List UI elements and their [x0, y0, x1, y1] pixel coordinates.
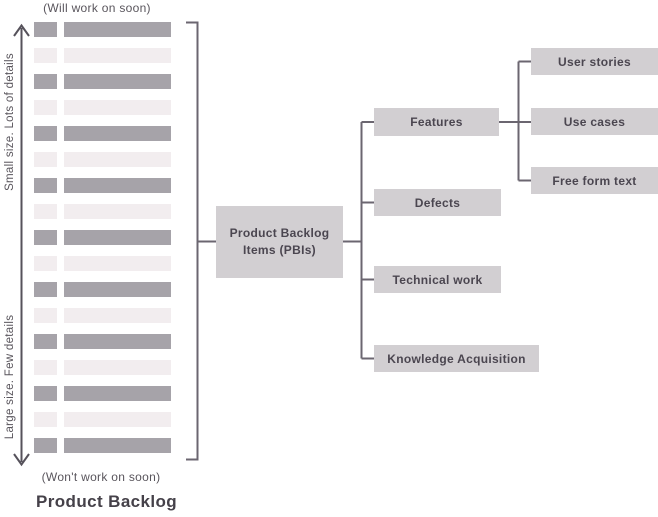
backlog-item-bar	[64, 308, 171, 323]
backlog-item-bar	[64, 178, 171, 193]
backlog-item-bar	[64, 386, 171, 401]
backlog-item-marker	[34, 256, 57, 271]
priority-axis-arrow	[13, 23, 30, 467]
arrow-down-icon	[13, 453, 30, 467]
backlog-item-marker	[34, 204, 57, 219]
backlog-item-marker	[34, 100, 57, 115]
backlog-bracket	[186, 21, 199, 461]
backlog-item-marker	[34, 48, 57, 63]
node-knowledge-acquisition: Knowledge Acquisition	[374, 345, 539, 372]
axis-label-large-size: Large size. Few details	[4, 314, 16, 440]
backlog-item-marker	[34, 308, 57, 323]
backlog-item-marker	[34, 230, 57, 245]
connector-root-categories	[343, 121, 374, 360]
axis-label-small-size: Small size. Lots of details	[4, 53, 16, 191]
connector-features-types	[499, 60, 531, 182]
backlog-item-bar	[64, 74, 171, 89]
backlog-item-marker	[34, 412, 57, 427]
backlog-item-marker	[34, 152, 57, 167]
node-user-stories: User stories	[531, 48, 658, 75]
page-title: Product Backlog	[36, 492, 178, 511]
backlog-item-bar	[64, 282, 171, 297]
backlog-item-bar	[64, 256, 171, 271]
backlog-item-marker	[34, 386, 57, 401]
backlog-item-bar	[64, 100, 171, 115]
backlog-item-bar	[64, 230, 171, 245]
backlog-item-bar	[64, 204, 171, 219]
node-defects: Defects	[374, 189, 501, 216]
backlog-item-bar	[64, 48, 171, 63]
node-technical-work: Technical work	[374, 266, 501, 293]
backlog-item-bar	[64, 360, 171, 375]
node-use-cases: Use cases	[531, 108, 658, 135]
backlog-item-marker	[34, 126, 57, 141]
backlog-item-bar	[64, 412, 171, 427]
backlog-item-marker	[34, 22, 57, 37]
backlog-item-bar	[64, 126, 171, 141]
node-root-line2: Items (PBIs)	[243, 243, 316, 257]
node-product-backlog-items: Product Backlog Items (PBIs)	[216, 206, 343, 278]
backlog-item-marker	[34, 282, 57, 297]
node-features: Features	[374, 108, 499, 136]
backlog-item-marker	[34, 438, 57, 453]
backlog-item-bar	[64, 334, 171, 349]
wont-work-soon-label: (Won't work on soon)	[41, 470, 161, 484]
node-root-line1: Product Backlog	[229, 226, 330, 241]
node-free-form-text: Free form text	[531, 167, 658, 194]
will-work-soon-label: (Will work on soon)	[43, 1, 151, 15]
backlog-item-marker	[34, 334, 57, 349]
backlog-item-bar	[64, 22, 171, 37]
backlog-item-bar	[64, 438, 171, 453]
arrow-up-icon	[13, 23, 30, 37]
backlog-item-bar	[64, 152, 171, 167]
backlog-item-marker	[34, 74, 57, 89]
backlog-item-marker	[34, 360, 57, 375]
backlog-item-marker	[34, 178, 57, 193]
